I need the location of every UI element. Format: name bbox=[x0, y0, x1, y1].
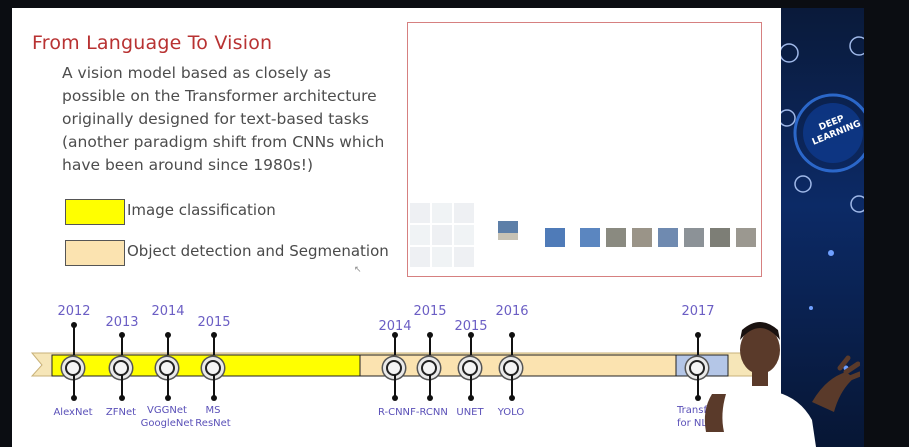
presenter-video-overlay bbox=[704, 322, 860, 447]
timeline-node bbox=[503, 360, 519, 376]
year-label: 2014 bbox=[151, 304, 185, 319]
model-stem bbox=[167, 375, 169, 397]
cloud-icon bbox=[850, 195, 864, 213]
model-stem bbox=[213, 375, 215, 397]
slide: From Language To Vision A vision model b… bbox=[12, 8, 781, 447]
photo-thumbnail bbox=[684, 228, 704, 247]
mouse-cursor-icon: ↖ bbox=[354, 265, 362, 275]
year-stem bbox=[697, 335, 699, 355]
photo-thumbnail bbox=[710, 228, 730, 247]
network-icon bbox=[781, 43, 799, 63]
photo-thumbnail bbox=[736, 228, 756, 247]
model-stem bbox=[511, 375, 513, 397]
model-dot bbox=[392, 395, 398, 401]
model-stem bbox=[470, 375, 472, 397]
year-stem bbox=[73, 325, 75, 355]
year-label: 2014 bbox=[378, 319, 412, 334]
body-line: originally designed for text-based tasks bbox=[62, 110, 369, 128]
model-label: R-CNN bbox=[377, 407, 411, 418]
slide-title: From Language To Vision bbox=[32, 32, 273, 54]
year-label: 2015 bbox=[197, 315, 231, 330]
body-line: possible on the Transformer architecture bbox=[62, 87, 377, 105]
photo-thumbnail bbox=[658, 228, 678, 247]
timeline-node bbox=[113, 360, 129, 376]
model-dot bbox=[468, 395, 474, 401]
timeline-node bbox=[205, 360, 221, 376]
model-stem bbox=[394, 375, 396, 397]
model-label: MS ResNet bbox=[195, 405, 231, 429]
year-stem bbox=[167, 335, 169, 355]
year-label: 2017 bbox=[681, 304, 715, 319]
year-label: 2015 bbox=[413, 304, 447, 319]
model-label: Transf for NL bbox=[677, 405, 707, 429]
chip-icon bbox=[794, 175, 812, 193]
image-panel bbox=[407, 22, 762, 277]
year-stem bbox=[511, 335, 513, 355]
brain-icon bbox=[781, 109, 796, 127]
body-line: have been around since 1980s!) bbox=[62, 156, 314, 174]
year-stem bbox=[394, 335, 396, 355]
photo-thumbnail bbox=[606, 228, 626, 247]
timeline-node bbox=[421, 360, 437, 376]
body-line: A vision model based as closely as bbox=[62, 64, 331, 82]
model-dot bbox=[509, 395, 515, 401]
model-label: UNET bbox=[456, 407, 484, 418]
video-letterbox bbox=[864, 0, 909, 447]
model-stem bbox=[429, 375, 431, 397]
model-label: F-RCNN bbox=[410, 407, 448, 418]
model-stem bbox=[121, 375, 123, 397]
year-label: 2012 bbox=[57, 304, 91, 319]
model-label: YOLO bbox=[497, 407, 525, 418]
model-stem bbox=[73, 375, 75, 397]
year-stem bbox=[470, 335, 472, 355]
body-line: (another paradigm shift from CNNs which bbox=[62, 133, 385, 151]
photo-thumbnail bbox=[545, 228, 565, 247]
model-label: AlexNet bbox=[53, 407, 93, 418]
year-stem bbox=[213, 335, 215, 355]
model-dot bbox=[165, 395, 171, 401]
timeline-node bbox=[462, 360, 478, 376]
legend-swatch-detection bbox=[65, 240, 125, 266]
model-dot bbox=[119, 395, 125, 401]
year-stem bbox=[429, 335, 431, 355]
model-dot bbox=[427, 395, 433, 401]
year-stem bbox=[121, 335, 123, 355]
slide-body: A vision model based as closely as possi… bbox=[62, 62, 402, 177]
timeline-node bbox=[65, 360, 81, 376]
photo-thumbnail bbox=[580, 228, 600, 247]
legend-label-detection: Object detection and Segmenation bbox=[127, 242, 389, 260]
model-dot bbox=[211, 395, 217, 401]
timeline-node bbox=[159, 360, 175, 376]
image-thumbnails bbox=[410, 203, 756, 267]
year-label: 2013 bbox=[105, 315, 139, 330]
model-label: VGGNet GoogleNet bbox=[140, 405, 194, 429]
model-dot bbox=[695, 395, 701, 401]
gear-icon bbox=[849, 36, 864, 56]
model-stem bbox=[697, 375, 699, 397]
legend-label-classification: Image classification bbox=[127, 201, 276, 219]
year-label: 2015 bbox=[454, 319, 488, 334]
year-label: 2016 bbox=[495, 304, 529, 319]
model-dot bbox=[71, 395, 77, 401]
legend-swatch-classification bbox=[65, 199, 125, 225]
faded-grid-thumbnail bbox=[410, 203, 474, 267]
top-bar bbox=[0, 0, 909, 8]
deep-learning-graphic bbox=[781, 36, 864, 371]
timeline-node bbox=[386, 360, 402, 376]
model-label: ZFNet bbox=[105, 407, 137, 418]
deep-learning-sidebar: DEEP LEARNING bbox=[781, 8, 864, 447]
photo-thumbnail bbox=[632, 228, 652, 247]
